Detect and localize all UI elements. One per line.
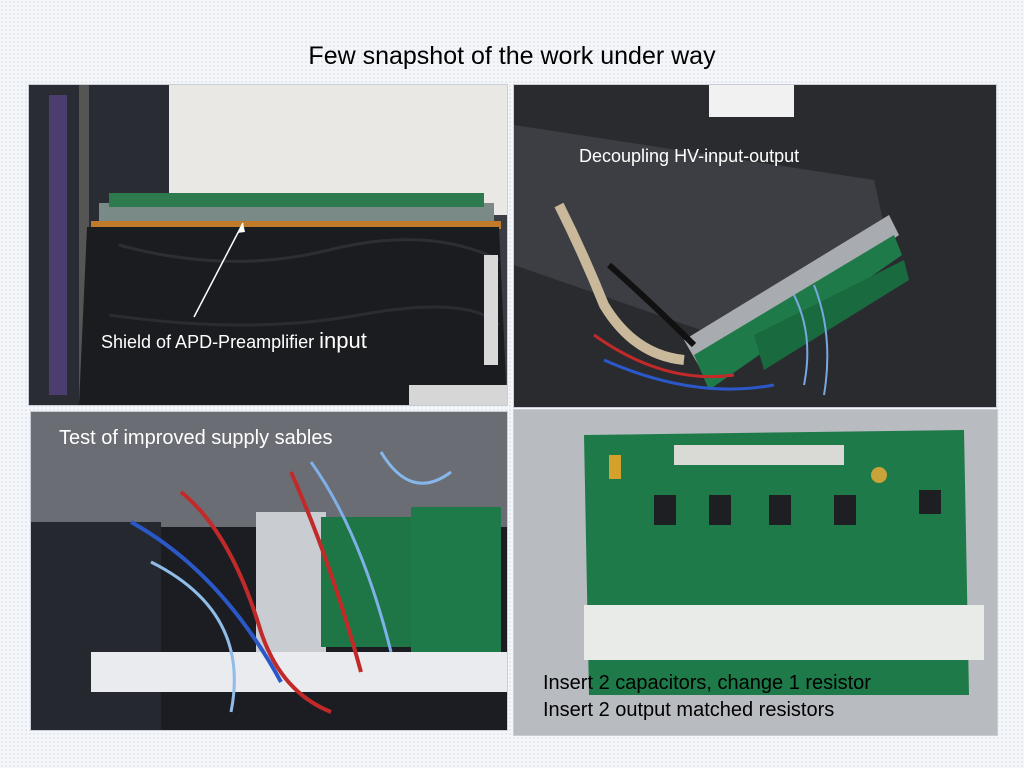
photo-apd-shield-image xyxy=(29,85,507,405)
photo-apd-shield-caption: Shield of APD-Preamplifier input xyxy=(101,328,367,354)
photo-supply-cables: Test of improved supply sables xyxy=(31,412,507,730)
caption-suffix: input xyxy=(319,328,367,353)
caption-line-1: Insert 2 capacitors, change 1 resistor xyxy=(543,672,871,694)
caption-line-2: Insert 2 output matched resistors xyxy=(543,699,835,721)
photo-pcb-board-image xyxy=(514,410,997,735)
photo-supply-cables-caption: Test of improved supply sables xyxy=(59,427,333,449)
photo-supply-cables-image xyxy=(31,412,507,730)
photo-apd-shield: Shield of APD-Preamplifier input xyxy=(29,85,507,405)
photo-hv-decoupling-caption: Decoupling HV-input-output xyxy=(579,146,800,166)
photo-pcb-board: Insert 2 capacitors, change 1 resistor I… xyxy=(514,410,997,735)
photo-hv-decoupling-image xyxy=(514,85,996,407)
photo-hv-decoupling: Decoupling HV-input-output xyxy=(514,85,996,407)
slide-title: Few snapshot of the work under way xyxy=(308,42,716,70)
photo-pcb-board-caption: Insert 2 capacitors, change 1 resistor I… xyxy=(543,670,871,724)
caption-text: Shield of APD-Preamplifier xyxy=(101,332,320,352)
